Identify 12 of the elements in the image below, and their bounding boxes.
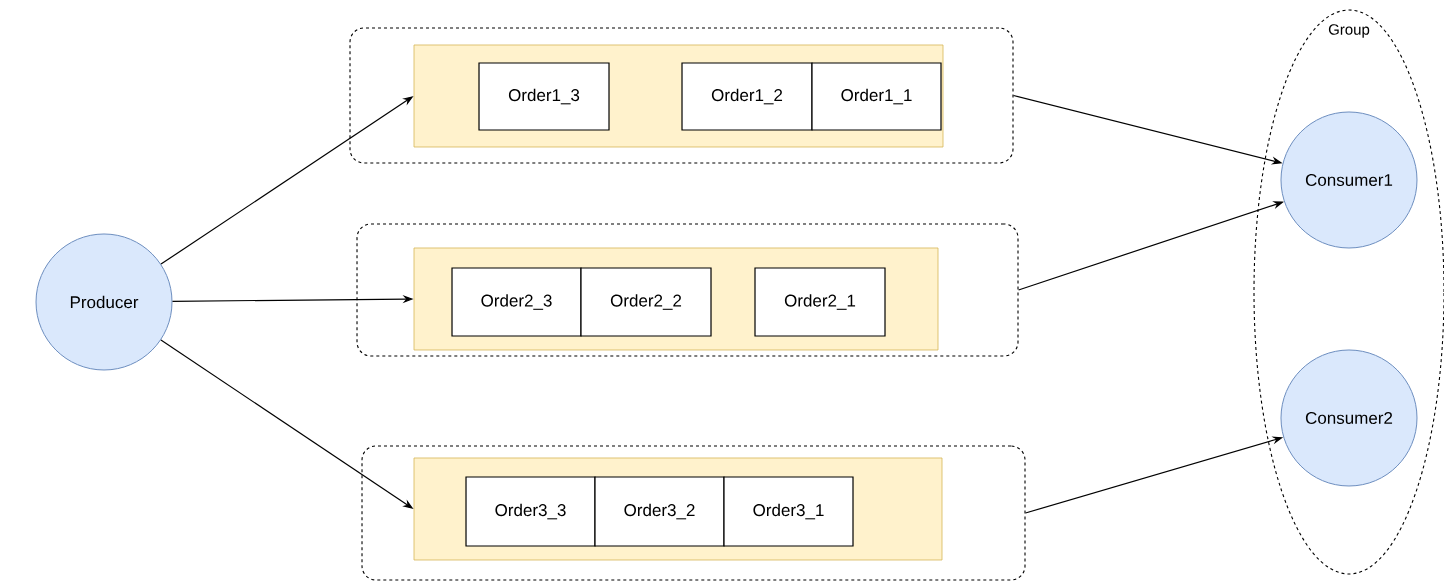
order-box: Order1_2	[681, 62, 813, 131]
order-box: Order1_1	[811, 62, 942, 131]
order-box: Order2_2	[580, 267, 712, 337]
queue-group-box	[356, 223, 1019, 357]
order-box: Order2_1	[754, 267, 886, 337]
queue-group-box	[349, 27, 1014, 164]
order-box: Order2_3	[451, 267, 582, 337]
order-box: Order3_2	[594, 476, 725, 547]
queue-group-box	[361, 445, 1026, 581]
order-box: Order3_3	[465, 476, 596, 547]
order-box: Order3_1	[723, 476, 854, 547]
order-box: Order1_3	[478, 62, 610, 131]
